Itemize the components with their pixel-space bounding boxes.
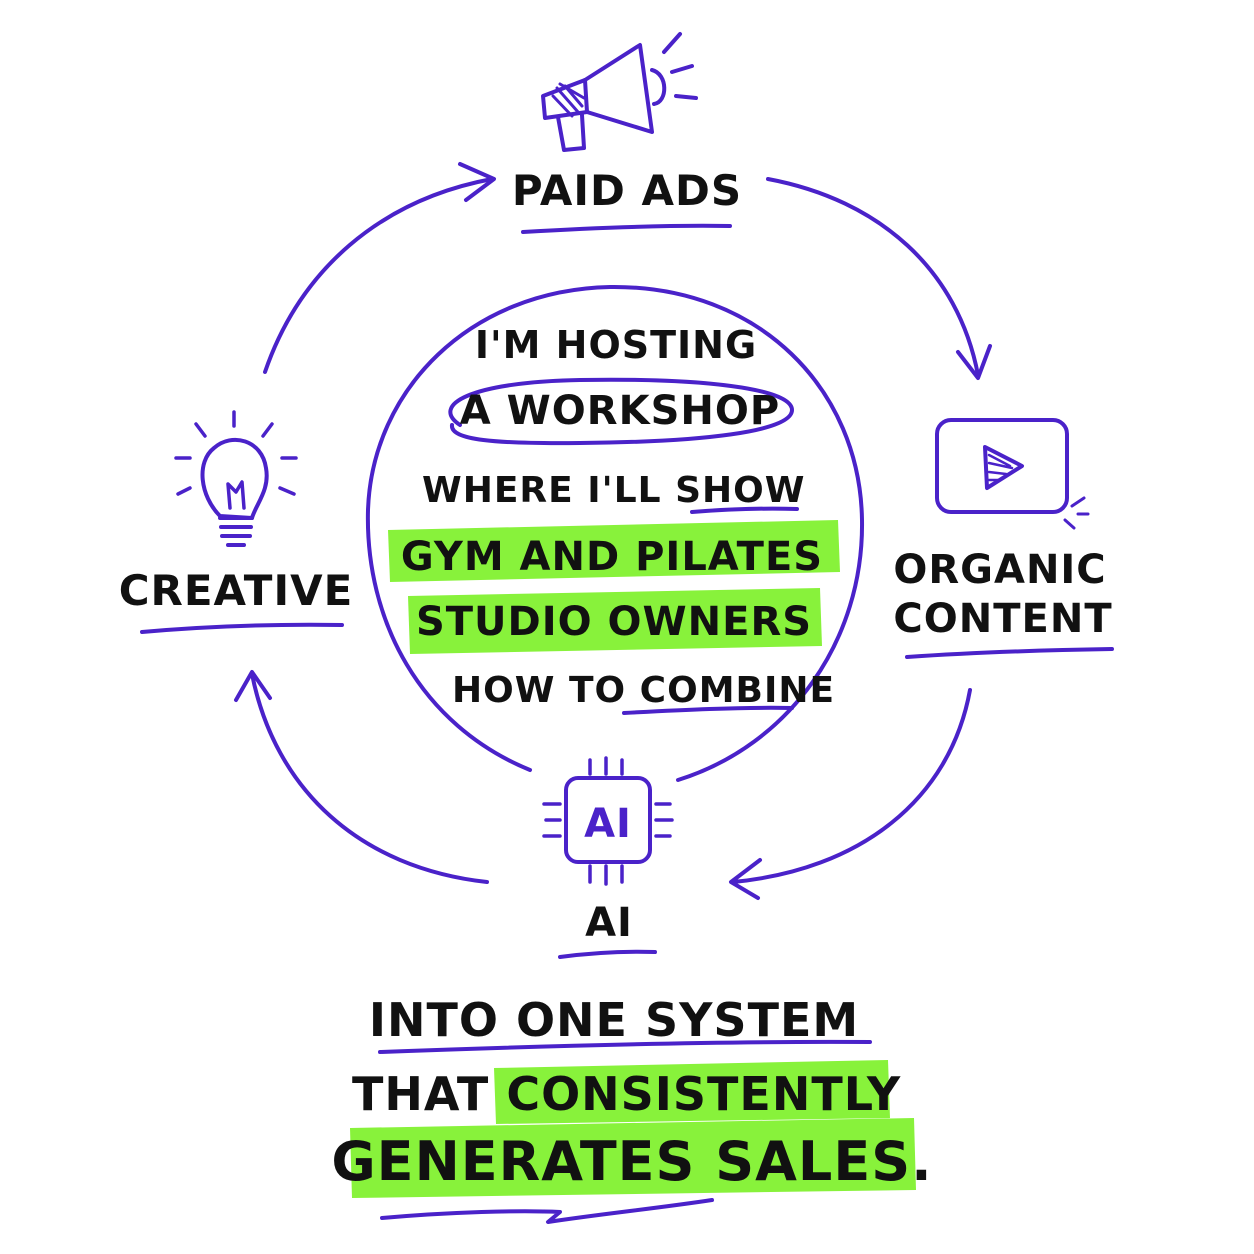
organic-label-line1: ORGANIC — [893, 547, 1106, 593]
center-message: I'M HOSTING A WORKSHOP WHERE I'LL SHOW G… — [388, 323, 840, 715]
center-line-2: A WORKSHOP — [460, 388, 780, 434]
highlight-line-4 — [388, 520, 840, 582]
paid-ads-underline — [521, 223, 732, 234]
arrow-creative-to-paid-ads — [263, 177, 494, 374]
organic-label-line2: CONTENT — [893, 596, 1112, 642]
arrow-head-paid-ads — [458, 162, 496, 202]
creative-underline — [140, 622, 344, 634]
creative-label: CREATIVE — [119, 566, 354, 615]
footer-line-1-underline — [378, 1039, 872, 1054]
arrow-ai-to-creative — [250, 672, 489, 884]
ai-chip-text: AI — [584, 801, 632, 847]
paid-ads-label: PAID ADS — [512, 166, 742, 215]
center-line-6-lead: HOW TO — [452, 670, 640, 711]
ai-chip-icon: AI — [542, 756, 674, 886]
arrow-paid-ads-to-organic — [766, 177, 980, 377]
highlight-line-5 — [408, 588, 822, 654]
center-line-4: GYM AND PILATES — [401, 534, 823, 580]
arrow-organic-to-ai — [731, 688, 972, 884]
show-underline — [690, 506, 799, 514]
footer-line-2-lead: THAT — [352, 1067, 506, 1121]
ai-underline — [558, 949, 657, 959]
paid-ads-node: PAID ADS — [512, 32, 742, 234]
center-line-6: HOW TO COMBINE — [452, 670, 835, 711]
organic-underline — [905, 647, 1114, 659]
highlight-generates-sales — [350, 1118, 916, 1198]
footer-line-3: GENERATES SALES. — [331, 1130, 932, 1193]
footer-line-2-emph: CONSISTENTLY — [506, 1067, 901, 1121]
center-line-3-emph: SHOW — [675, 470, 805, 511]
megaphone-icon — [541, 32, 698, 152]
organic-content-node: ORGANIC CONTENT — [893, 418, 1114, 659]
center-line-1: I'M HOSTING — [475, 323, 757, 367]
cycle-arrows — [234, 162, 992, 900]
creative-node: CREATIVE — [119, 410, 354, 634]
footer-message: INTO ONE SYSTEM THAT CONSISTENTLY GENERA… — [331, 993, 932, 1224]
workshop-oval — [448, 377, 794, 446]
ai-node: AI AI — [542, 756, 674, 959]
center-circle — [365, 284, 865, 782]
ai-label: AI — [585, 900, 633, 946]
highlight-consistently — [494, 1060, 890, 1124]
center-line-3: WHERE I'LL SHOW — [422, 470, 805, 511]
combine-underline — [622, 705, 794, 715]
arrow-head-ai — [729, 858, 762, 900]
lightbulb-icon — [174, 410, 298, 547]
arrow-head-creative — [234, 670, 272, 702]
center-line-6-emph: COMBINE — [640, 670, 835, 711]
arrow-head-organic — [956, 344, 992, 380]
footer-line-2: THAT CONSISTENTLY — [352, 1067, 901, 1121]
footer-squiggle — [380, 1198, 714, 1224]
center-line-3-lead: WHERE I'LL — [422, 470, 675, 511]
video-play-icon — [935, 418, 1090, 530]
footer-line-1: INTO ONE SYSTEM — [369, 993, 859, 1047]
center-line-5: STUDIO OWNERS — [416, 599, 812, 645]
